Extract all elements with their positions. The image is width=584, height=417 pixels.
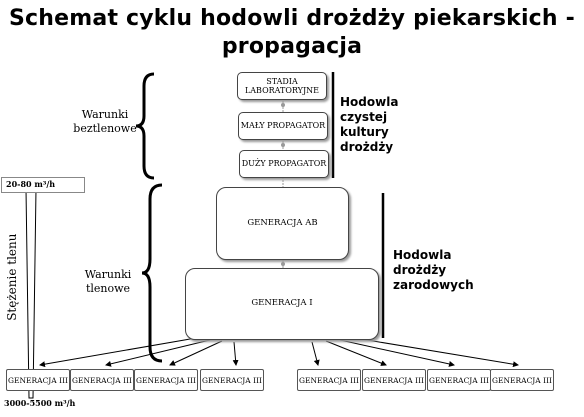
box-generacja-iii: GENERACJA III — [427, 369, 491, 391]
box-generacja-iii: GENERACJA III — [134, 369, 198, 391]
box-generacja-iii: GENERACJA III — [490, 369, 554, 391]
oxygen-flow-bottom: 3000-5500 m³/h — [4, 398, 76, 408]
box-generacja-iii: GENERACJA III — [362, 369, 426, 391]
label-hodowla-drozdzy-zarodowych: Hodowla drożdży zarodowych — [393, 248, 474, 292]
oxygen-flow-top: 20-80 m³/h — [6, 179, 56, 189]
box-generacja-iii: GENERACJA III — [6, 369, 70, 391]
oxygen-flow-top-box — [1, 177, 85, 193]
box-stadia-laboratoryjne: STADIA LABORATORYJNE — [237, 72, 327, 100]
aerobic-brace — [141, 183, 163, 363]
box-generacja-ab: GENERACJA AB — [216, 187, 349, 260]
box-generacja-i: GENERACJA I — [185, 268, 379, 340]
anaerobic-brace — [135, 72, 155, 180]
box-duzy-propagator: DUŻY PROPAGATOR — [239, 150, 329, 178]
diagram-title-line1: Schemat cyklu hodowli drożdży piekarskic… — [9, 6, 575, 31]
box-maly-propagator: MAŁY PROPAGATOR — [238, 112, 328, 140]
box-generacja-iii: GENERACJA III — [297, 369, 361, 391]
oxygen-wedge — [25, 188, 37, 399]
label-warunki-tlenowe: Warunki tlenowe — [84, 268, 132, 296]
diagram-title-line2: propagacja — [221, 34, 363, 59]
box-generacja-iii: GENERACJA III — [200, 369, 264, 391]
label-warunki-beztlenowe: Warunki beztlenowe — [73, 108, 137, 136]
label-stezenie-tlenu: Stężenie tlenu — [5, 233, 20, 321]
label-hodowla-czystej-kultury: Hodowla czystej kultury drożdży — [340, 95, 399, 154]
box-generacja-iii: GENERACJA III — [70, 369, 134, 391]
